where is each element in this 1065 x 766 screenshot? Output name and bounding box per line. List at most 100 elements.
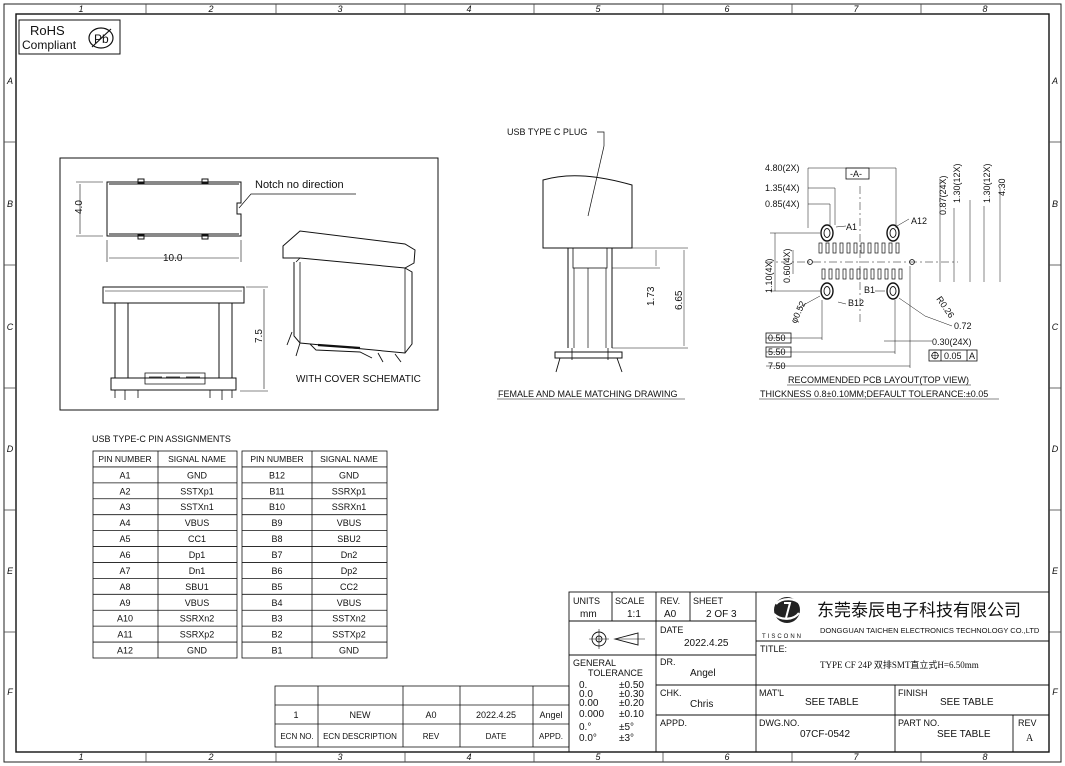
zone-col-label: 2: [207, 752, 213, 762]
drawing-border: [15, 13, 1050, 753]
table-cell: A8: [119, 582, 130, 592]
tolerance-value: ±0.20: [619, 698, 644, 709]
table-cell: A4: [119, 518, 130, 528]
zone-col-label: 5: [595, 4, 601, 14]
table-cell: SIGNAL NAME: [168, 454, 226, 464]
pin-b1-label: B1: [864, 285, 875, 295]
pcb-dim: φ0.52: [789, 299, 808, 324]
table-cell: A7: [119, 566, 130, 576]
pcb-dim: 0.85(4X): [765, 199, 800, 209]
table-cell: B2: [271, 630, 282, 640]
table-cell: A1: [119, 470, 130, 480]
tolerance-value: ±0.50: [619, 680, 644, 691]
pcb-dim: 0.50: [768, 333, 786, 343]
plug-label: USB TYPE C PLUG: [507, 127, 587, 137]
tolerance-label-2: TOLERANCE: [588, 668, 643, 678]
finish-label: FINISH: [898, 688, 928, 698]
mounting-hole: [820, 282, 834, 300]
tolerance-value: 0.0°: [579, 733, 597, 744]
zone-row-label: E: [7, 566, 14, 576]
appd-label: APPD.: [660, 718, 687, 728]
table-cell: VBUS: [337, 518, 362, 528]
zone-row-label: B: [7, 199, 13, 209]
rev-header-appd: APPD.: [539, 732, 563, 741]
table-cell: A6: [119, 550, 130, 560]
table-cell: PIN NUMBER: [250, 454, 303, 464]
pcb-dim: 0.72: [954, 321, 972, 331]
zone-col-label: 6: [724, 752, 729, 762]
table-cell: B12: [269, 470, 285, 480]
tolerance-value: 0.000: [579, 709, 604, 720]
dwg-label: DWG.NO.: [759, 718, 800, 728]
zone-col-label: 1: [78, 752, 83, 762]
rev-date: 2022.4.25: [476, 710, 516, 720]
rev-header-rev: REV: [423, 732, 440, 741]
table-cell: SSRXn1: [332, 502, 367, 512]
rohs-title: RoHS: [30, 23, 65, 38]
table-cell: A12: [117, 646, 133, 656]
tolerance-value: 0.°: [579, 722, 591, 733]
table-cell: VBUS: [185, 598, 210, 608]
table-cell: SSTXn2: [332, 614, 366, 624]
date-label: DATE: [660, 625, 683, 635]
zone-col-label: 6: [724, 4, 729, 14]
pcb-dim: 0.87(24X): [938, 175, 948, 215]
table-cell: SSRXp1: [332, 486, 367, 496]
rev-header-desc: ECN DESCRIPTION: [323, 732, 397, 741]
table-cell: A5: [119, 534, 130, 544]
dwg-value: 07CF-0542: [800, 729, 850, 740]
table-cell: SBU2: [337, 534, 361, 544]
zone-labels-left: A B C D E F: [6, 76, 14, 697]
mating-caption: FEMALE AND MALE MATCHING DRAWING: [498, 389, 678, 399]
dim-1-73-label: 1.73: [646, 286, 657, 306]
table-cell: Dn2: [341, 550, 358, 560]
table-cell: Dp1: [189, 550, 206, 560]
rev-appd: Angel: [539, 710, 562, 720]
zone-labels-top: 1 2 3 4 5 6 7 8: [78, 4, 987, 14]
table-cell: SBU1: [185, 582, 209, 592]
table-cell: SSTXp1: [180, 486, 214, 496]
table-cell: GND: [187, 646, 208, 656]
table-cell: CC1: [188, 534, 206, 544]
pcb-caption: RECOMMENDED PCB LAYOUT(TOP VIEW): [788, 375, 969, 385]
revision-text: 1 NEW A0 2022.4.25 Angel ECN NO. ECN DES…: [280, 710, 563, 741]
zone-row-label: C: [1052, 322, 1059, 332]
units-value: mm: [580, 609, 597, 620]
tolerance-value: ±0.30: [619, 689, 644, 700]
pin-a1-label: A1: [846, 222, 857, 232]
table-cell: Dn1: [189, 566, 206, 576]
pb-symbol: Pb: [94, 32, 109, 46]
table-cell: SSTXp2: [332, 630, 366, 640]
tolerance-value: ±3°: [619, 733, 634, 744]
tolerance-value: 0.00: [579, 698, 599, 709]
tolerance-value: 0.: [579, 680, 587, 691]
table-cell: B1: [271, 646, 282, 656]
title-block-grid: [568, 591, 1050, 753]
mounting-hole: [886, 282, 900, 300]
date-value: 2022.4.25: [684, 638, 729, 649]
mating-drawing: [497, 131, 688, 400]
zone-labels-right: A B C D E F: [1051, 76, 1059, 697]
pin-b12-label: B12: [848, 298, 864, 308]
chk-label: CHK.: [660, 688, 682, 698]
part-value: SEE TABLE: [937, 729, 991, 740]
title-value: TYPE CF 24P 双排SMT直立式H=6.50mm: [820, 659, 979, 670]
pcb-dim: 1.30(12X): [982, 163, 992, 203]
zone-col-label: 8: [982, 752, 987, 762]
company-logo-icon: [773, 597, 801, 623]
mounting-hole: [886, 224, 900, 242]
matl-label: MAT'L: [759, 688, 784, 698]
zone-row-label: A: [1051, 76, 1058, 86]
table-cell: B6: [271, 566, 282, 576]
tolerance-value: ±5°: [619, 722, 634, 733]
zone-col-label: 3: [337, 752, 342, 762]
matl-value: SEE TABLE: [805, 697, 859, 708]
zone-row-label: D: [1052, 444, 1059, 454]
table-cell: SSRXn2: [180, 614, 215, 624]
finish-value: SEE TABLE: [940, 697, 994, 708]
pcb-dim: 1.30(12X): [952, 163, 962, 203]
dr-label: DR.: [660, 657, 676, 667]
zone-row-label: C: [7, 322, 14, 332]
dim-height-label: 4.0: [74, 200, 85, 214]
mounting-hole: [820, 224, 834, 242]
